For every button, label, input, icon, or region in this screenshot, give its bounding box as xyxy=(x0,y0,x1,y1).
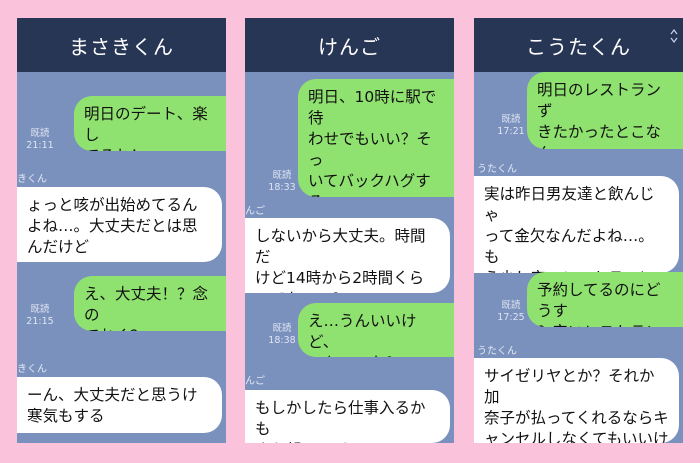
message-meta: 既読 17:21 xyxy=(496,114,526,138)
received-message[interactable]: しないから大丈夫。時間だ けど14時から2時間くら いでもいい？ xyxy=(245,218,450,293)
sent-message[interactable]: え、大丈夫！？念の ておく？ xyxy=(74,276,226,331)
chat-title: まさきくん xyxy=(69,34,174,59)
chat-panel-masaki: まさきくん 明日のデート、楽し てるね！ 既読 21:11 きくん ょっと咳が出… xyxy=(17,18,226,443)
chat-title: けんご xyxy=(318,34,381,59)
received-message[interactable]: ーん、大丈夫だと思うけ 寒気もする xyxy=(17,377,222,433)
sender-name: きくん xyxy=(17,174,47,185)
received-message[interactable]: ょっと咳が出始めてるん よね…。大丈夫だとは思 んだけど xyxy=(17,187,222,262)
message-time: 17:25 xyxy=(497,312,525,323)
message-meta: 既読 18:33 xyxy=(267,170,297,194)
read-receipt: 既読 xyxy=(272,170,292,181)
read-receipt: 既読 xyxy=(501,300,521,311)
message-time: 18:38 xyxy=(268,335,296,346)
message-list[interactable]: 明日、10時に駅で待 わせでもいい？そっ いてバックハグする ってたけど、本当に… xyxy=(245,72,454,443)
sender-name: きくん xyxy=(17,364,47,375)
read-receipt: 既読 xyxy=(501,114,521,125)
chat-title: こうたくん xyxy=(526,34,631,59)
sender-name: うたくん xyxy=(477,346,517,357)
sent-message[interactable]: え…うんいいけど、 っちゃった？ xyxy=(298,303,454,357)
read-receipt: 既読 xyxy=(272,323,292,334)
chat-header: こうたくん xyxy=(474,18,683,72)
sent-message[interactable]: 明日のレストランず きたかったとこなん しみ！ xyxy=(527,72,683,149)
received-message[interactable]: 実は昨日男友達と飲んじゃ って金欠なんだよね…。も う少し安いレストランにす る… xyxy=(474,176,679,273)
sender-name: んご xyxy=(245,376,265,387)
message-time: 18:33 xyxy=(268,182,296,193)
read-receipt: 既読 xyxy=(30,128,50,139)
sender-name: うたくん xyxy=(477,164,517,175)
read-receipt: 既読 xyxy=(30,304,50,315)
chat-panel-kengo: けんご 明日、10時に駅で待 わせでもいい？そっ いてバックハグする ってたけど… xyxy=(245,18,454,443)
received-message[interactable]: サイゼリヤとか？それか加 奈子が払ってくれるならキ ャンセルしなくてもいいけ ど xyxy=(474,358,679,443)
scroll-arrows-icon[interactable] xyxy=(669,28,679,44)
sent-message[interactable]: 予約してるのにどうす ？安いレストランって xyxy=(527,272,683,327)
chat-header: まさきくん xyxy=(17,18,226,72)
received-message[interactable]: もしかしたら仕事入るかも また朝LINEする xyxy=(245,390,450,443)
message-meta: 既読 17:25 xyxy=(496,300,526,324)
sent-message[interactable]: 明日、10時に駅で待 わせでもいい？そっ いてバックハグする ってたけど、本当に… xyxy=(298,79,454,197)
message-meta: 既読 18:38 xyxy=(267,323,297,347)
message-meta: 既読 21:11 xyxy=(25,128,55,152)
sent-message[interactable]: 明日のデート、楽し てるね！ xyxy=(74,96,226,151)
sender-name: んご xyxy=(245,206,265,217)
message-list[interactable]: 明日のレストランず きたかったとこなん しみ！ 既読 17:21 うたくん 実は… xyxy=(474,72,683,443)
message-list[interactable]: 明日のデート、楽し てるね！ 既読 21:11 きくん ょっと咳が出始めてるん … xyxy=(17,72,226,443)
message-meta: 既読 21:15 xyxy=(25,304,55,328)
message-time: 21:15 xyxy=(26,316,54,327)
message-time: 17:21 xyxy=(497,126,525,137)
chat-header: けんご xyxy=(245,18,454,72)
message-time: 21:11 xyxy=(26,140,54,151)
chat-panel-kouta: こうたくん 明日のレストランず きたかったとこなん しみ！ 既読 17:21 う… xyxy=(474,18,683,443)
